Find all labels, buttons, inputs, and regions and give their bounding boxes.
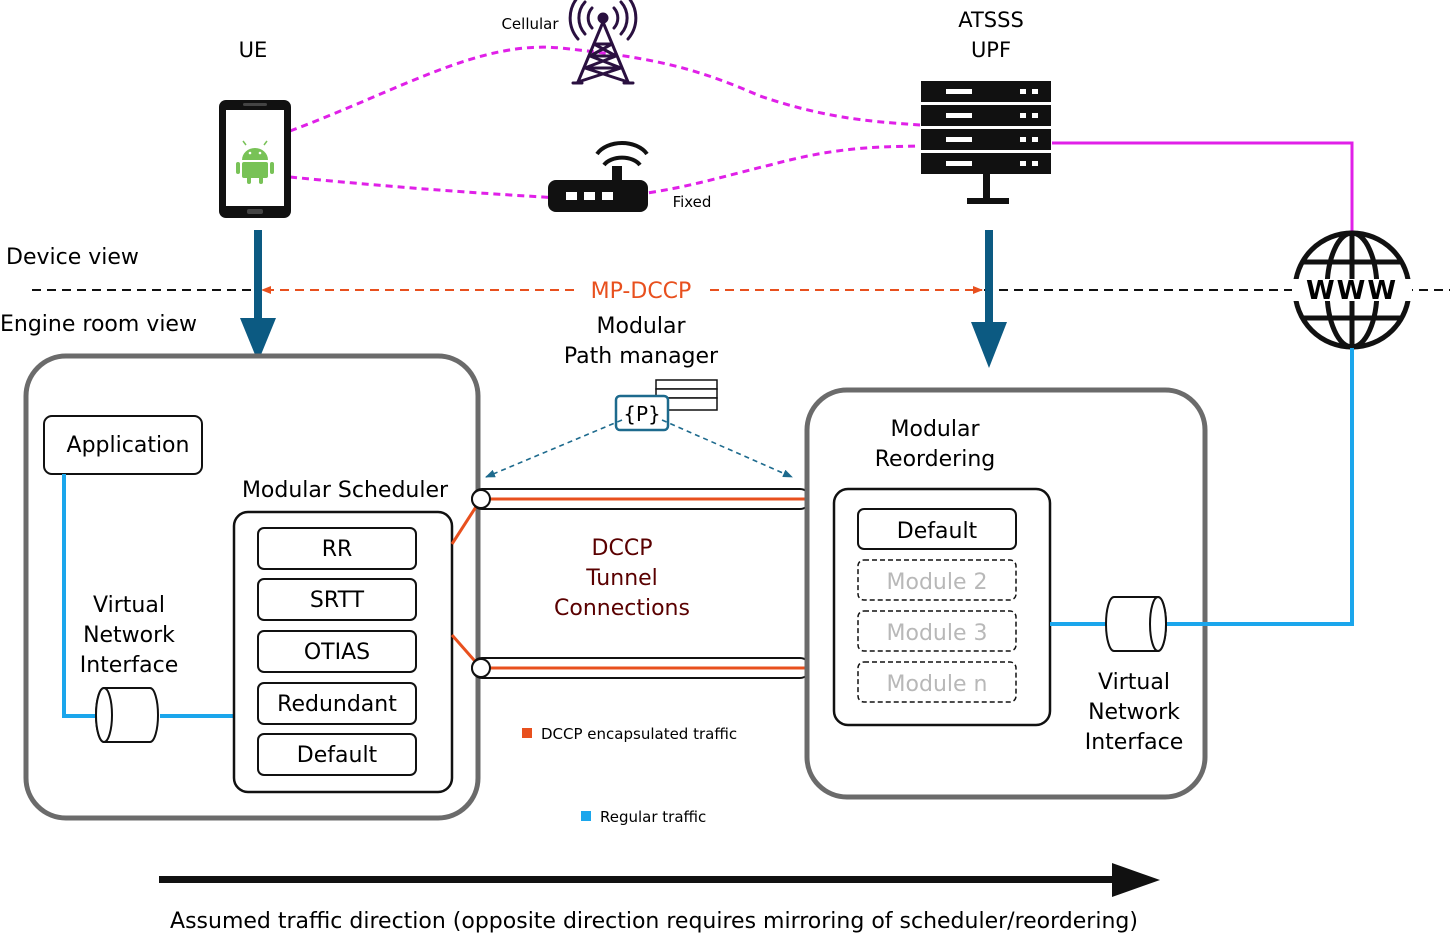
server-rack-icon [921, 81, 1051, 204]
ue-label: UE [239, 38, 268, 62]
scheduler-item: Redundant [257, 682, 417, 725]
traffic-direction-label: Assumed traffic direction (opposite dire… [170, 909, 1138, 934]
path-manager-label-line2: Path manager [564, 344, 719, 369]
fixed-label: Fixed [673, 193, 712, 211]
cellular-label: Cellular [501, 15, 559, 33]
vni-left-line3: Interface [80, 653, 179, 678]
tunnel-label-line3: Connections [554, 596, 690, 621]
reordering-item-label: Module n [887, 672, 988, 697]
path-manager-icon-label: {P} [623, 402, 661, 426]
application-label: Application [67, 433, 190, 458]
legend-regular-label: Regular traffic [600, 808, 706, 826]
reordering-item-inactive: Module 3 [857, 610, 1017, 652]
document-stack-icon [655, 379, 718, 411]
android-icon [236, 140, 274, 184]
router-icon [548, 141, 649, 212]
tunnel-label-line1: DCCP [592, 536, 653, 561]
path-manager-arrow-left [485, 419, 623, 478]
reordering-item-inactive: Module n [857, 661, 1017, 703]
path-manager-label-line1: Modular [597, 314, 687, 339]
globe-www-label: WWW [1306, 276, 1398, 306]
reordering-item-label: Default [897, 519, 978, 544]
vni-right-line3: Interface [1085, 730, 1184, 755]
reordering-item-default: Default [857, 508, 1017, 550]
scheduler-list: RR SRTT OTIAS Redundant Default [257, 527, 417, 776]
traffic-direction-arrow-head [1112, 863, 1160, 897]
reordering-item-label: Module 2 [887, 570, 988, 595]
reordering-item-inactive: Module 2 [857, 559, 1017, 601]
scheduler-item-label: OTIAS [304, 640, 370, 665]
regular-traffic-left [62, 474, 98, 718]
modular-scheduler-label: Modular Scheduler [242, 478, 449, 503]
cell-tower-icon [568, 0, 638, 85]
path-manager-box [614, 394, 670, 432]
application-box [43, 415, 203, 475]
mp-dccp-label: MP-DCCP [591, 279, 692, 304]
cellular-link [289, 45, 921, 133]
vni-left-line1: Virtual [93, 593, 165, 618]
upf-internet-link [1052, 141, 1354, 232]
path-manager-arrow-right [661, 419, 793, 478]
vni-left-line2: Network [83, 623, 175, 648]
fixed-link [289, 144, 921, 200]
reordering-label-line1: Modular [891, 417, 981, 442]
scheduler-item: SRTT [257, 578, 417, 621]
reordering-label-line2: Reordering [875, 447, 996, 472]
reordering-item-label: Module 3 [887, 621, 988, 646]
down-arrow-ue [240, 230, 276, 362]
device-view-label: Device view [6, 245, 139, 270]
regular-traffic-vni-internet [1164, 348, 1354, 626]
vni-right-line2: Network [1088, 700, 1180, 725]
dccp-tunnel-bottom [471, 657, 811, 679]
vni-right-line1: Virtual [1098, 670, 1170, 695]
scheduler-item-label: Default [297, 743, 378, 768]
scheduler-item: Default [257, 733, 417, 776]
atsss-label-line1: ATSSS [958, 8, 1024, 32]
engine-room-view-label: Engine room view [0, 312, 197, 337]
cylinder-icon [95, 687, 159, 743]
cylinder-icon [1105, 596, 1167, 652]
scheduler-item-label: SRTT [310, 588, 365, 613]
globe-www-band [1292, 279, 1412, 301]
legend-dccp-swatch [522, 728, 532, 738]
reordering-list: Default Module 2 Module 3 Module n [857, 508, 1017, 703]
scheduler-item: RR [257, 527, 417, 570]
scheduler-item-label: RR [322, 537, 353, 562]
legend-regular-swatch [581, 811, 591, 821]
legend-dccp-label: DCCP encapsulated traffic [541, 725, 737, 743]
scheduler-item-label: Redundant [277, 692, 397, 717]
atsss-label-line2: UPF [971, 38, 1011, 62]
tunnel-label-line2: Tunnel [585, 566, 658, 591]
down-arrow-upf [971, 230, 1007, 368]
scheduler-item: OTIAS [257, 630, 417, 673]
dccp-tunnel-top [471, 488, 811, 510]
traffic-direction-arrow-shaft [159, 876, 1119, 883]
